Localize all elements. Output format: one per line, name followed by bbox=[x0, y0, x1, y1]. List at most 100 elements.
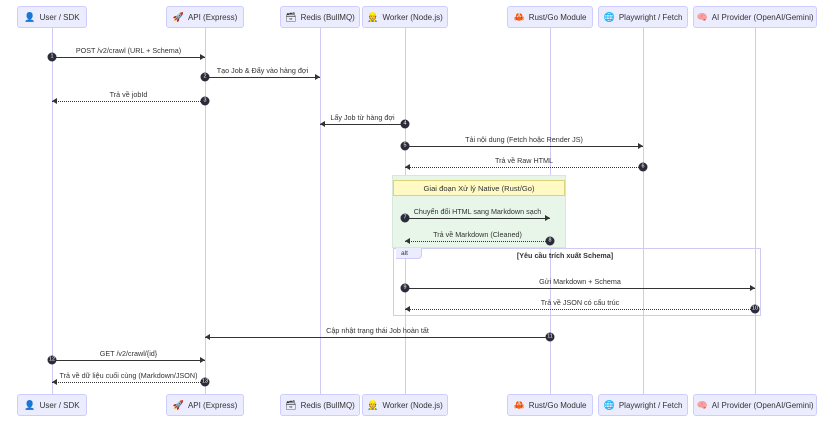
message-line-2 bbox=[205, 77, 320, 78]
lifeline-api bbox=[205, 28, 206, 394]
participant-bottom-worker[interactable]: 👷Worker (Node.js) bbox=[362, 394, 448, 416]
message-label-11: Cập nhật trạng thái Job hoàn tất bbox=[326, 326, 429, 335]
participant-top-ai[interactable]: 🧠AI Provider (OpenAI/Gemini) bbox=[693, 6, 817, 28]
message-label-9: Gửi Markdown + Schema bbox=[539, 277, 621, 286]
message-line-13 bbox=[52, 382, 205, 383]
message-label-2: Tạo Job & Đẩy vào hàng đợi bbox=[216, 66, 309, 75]
alt-block-condition: [Yêu cầu trích xuất Schema] bbox=[516, 251, 614, 260]
message-arrowhead-8 bbox=[405, 238, 410, 245]
participant-bottom-redis[interactable]: 🗃Redis (BullMQ) bbox=[280, 394, 360, 416]
database-icon: 🗃 bbox=[285, 399, 297, 410]
message-label-7: Chuyển đổi HTML sang Markdown sạch bbox=[413, 207, 542, 216]
message-arrowhead-10 bbox=[405, 306, 410, 313]
message-arrowhead-6 bbox=[405, 164, 410, 171]
message-line-7 bbox=[405, 218, 550, 219]
message-line-9 bbox=[405, 288, 755, 289]
participant-label: Playwright / Fetch bbox=[618, 400, 683, 410]
message-arrowhead-1 bbox=[200, 54, 205, 61]
lifeline-play bbox=[643, 28, 644, 394]
participant-bottom-user[interactable]: 👤User / SDK bbox=[17, 394, 87, 416]
message-sequence-number-2: 2 bbox=[200, 72, 210, 82]
lifeline-ai bbox=[755, 28, 756, 394]
message-arrowhead-3 bbox=[52, 98, 57, 105]
participant-label: Redis (BullMQ) bbox=[300, 12, 355, 22]
message-sequence-number-12: 12 bbox=[47, 355, 57, 365]
message-label-12: GET /v2/crawl/{id} bbox=[99, 349, 158, 358]
message-line-10 bbox=[405, 309, 755, 310]
message-arrowhead-12 bbox=[200, 357, 205, 364]
message-line-3 bbox=[52, 101, 205, 102]
message-sequence-number-8: 8 bbox=[545, 236, 555, 246]
message-line-5 bbox=[405, 146, 643, 147]
globe-icon: 🌐 bbox=[603, 399, 615, 410]
participant-label: AI Provider (OpenAI/Gemini) bbox=[711, 400, 814, 410]
person-icon: 👤 bbox=[24, 11, 36, 22]
message-line-6 bbox=[405, 167, 643, 168]
message-label-1: POST /v2/crawl (URL + Schema) bbox=[75, 46, 182, 55]
message-arrowhead-5 bbox=[638, 143, 643, 150]
database-icon: 🗃 bbox=[285, 11, 297, 22]
participant-bottom-api[interactable]: 🚀API (Express) bbox=[166, 394, 244, 416]
participant-top-api[interactable]: 🚀API (Express) bbox=[166, 6, 244, 28]
message-label-6: Trả về Raw HTML bbox=[494, 156, 554, 165]
participant-label: User / SDK bbox=[39, 400, 80, 410]
person-icon: 👤 bbox=[24, 399, 36, 410]
participant-label: Rust/Go Module bbox=[528, 12, 587, 22]
message-label-5: Tải nội dung (Fetch hoặc Render JS) bbox=[465, 135, 583, 144]
participant-bottom-play[interactable]: 🌐Playwright / Fetch bbox=[598, 394, 688, 416]
lifeline-user bbox=[52, 28, 53, 394]
rocket-icon: 🚀 bbox=[172, 399, 184, 410]
message-label-3: Trả về jobId bbox=[109, 90, 148, 99]
message-arrowhead-7 bbox=[545, 215, 550, 222]
message-line-8 bbox=[405, 241, 550, 242]
participant-label: API (Express) bbox=[187, 400, 238, 410]
participant-top-user[interactable]: 👤User / SDK bbox=[17, 6, 87, 28]
lifeline-redis bbox=[320, 28, 321, 394]
participant-bottom-ai[interactable]: 🧠AI Provider (OpenAI/Gemini) bbox=[693, 394, 817, 416]
message-line-11 bbox=[205, 337, 550, 338]
message-label-10: Trả về JSON có cấu trúc bbox=[540, 298, 620, 307]
worker-icon: 👷 bbox=[367, 11, 379, 22]
participant-top-rust[interactable]: 🦀Rust/Go Module bbox=[507, 6, 593, 28]
participant-label: Worker (Node.js) bbox=[382, 12, 443, 22]
message-sequence-number-13: 13 bbox=[200, 377, 210, 387]
message-label-4: Lấy Job từ hàng đợi bbox=[330, 113, 395, 122]
message-sequence-number-4: 4 bbox=[400, 119, 410, 129]
message-arrowhead-11 bbox=[205, 334, 210, 341]
participant-label: Rust/Go Module bbox=[528, 400, 587, 410]
participant-bottom-rust[interactable]: 🦀Rust/Go Module bbox=[507, 394, 593, 416]
participant-top-worker[interactable]: 👷Worker (Node.js) bbox=[362, 6, 448, 28]
globe-icon: 🌐 bbox=[603, 11, 615, 22]
participant-label: AI Provider (OpenAI/Gemini) bbox=[711, 12, 814, 22]
message-line-12 bbox=[52, 360, 205, 361]
crab-icon: 🦀 bbox=[513, 11, 525, 22]
participant-label: Redis (BullMQ) bbox=[300, 400, 355, 410]
message-label-8: Trả về Markdown (Cleaned) bbox=[433, 230, 522, 239]
message-sequence-number-10: 10 bbox=[750, 304, 760, 314]
message-sequence-number-1: 1 bbox=[47, 52, 57, 62]
alt-block bbox=[393, 248, 761, 316]
message-sequence-number-5: 5 bbox=[400, 141, 410, 151]
participant-label: Playwright / Fetch bbox=[618, 12, 683, 22]
message-line-1 bbox=[52, 57, 205, 58]
participant-top-play[interactable]: 🌐Playwright / Fetch bbox=[598, 6, 688, 28]
message-sequence-number-9: 9 bbox=[400, 283, 410, 293]
message-line-4 bbox=[320, 124, 405, 125]
message-label-13: Trả về dữ liệu cuối cùng (Markdown/JSON) bbox=[59, 371, 198, 380]
brain-icon: 🧠 bbox=[696, 11, 708, 22]
message-sequence-number-7: 7 bbox=[400, 213, 410, 223]
participant-label: API (Express) bbox=[187, 12, 238, 22]
participant-label: Worker (Node.js) bbox=[382, 400, 443, 410]
alt-block-tag: alt bbox=[396, 248, 422, 259]
rocket-icon: 🚀 bbox=[172, 11, 184, 22]
participant-label: User / SDK bbox=[39, 12, 80, 22]
message-sequence-number-6: 6 bbox=[638, 162, 648, 172]
message-arrowhead-13 bbox=[52, 379, 57, 386]
highlight-block-title-0: Giai đoạn Xử lý Native (Rust/Go) bbox=[393, 180, 565, 196]
message-sequence-number-3: 3 bbox=[200, 96, 210, 106]
participant-top-redis[interactable]: 🗃Redis (BullMQ) bbox=[280, 6, 360, 28]
message-arrowhead-4 bbox=[320, 121, 325, 128]
message-sequence-number-11: 11 bbox=[545, 332, 555, 342]
crab-icon: 🦀 bbox=[513, 399, 525, 410]
